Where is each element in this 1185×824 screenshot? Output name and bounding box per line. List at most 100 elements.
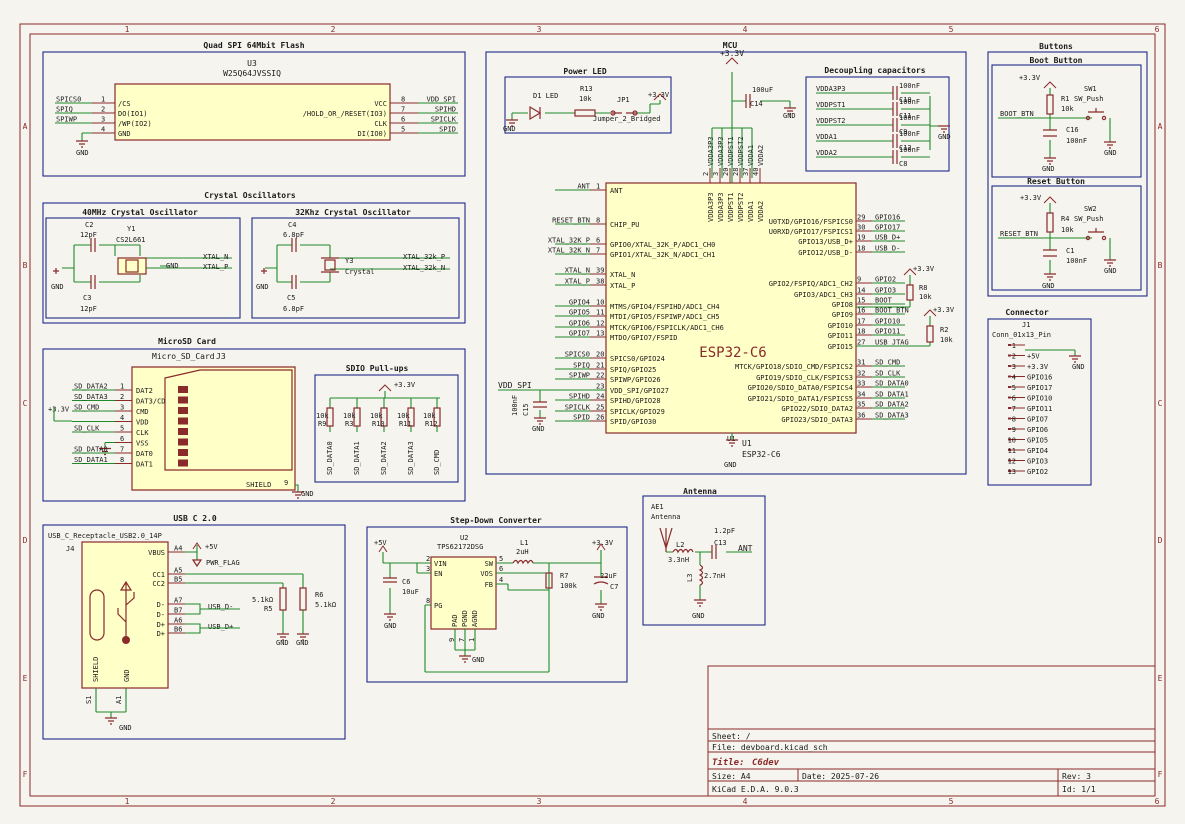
mcu-net-label: BOOT_BTN	[875, 307, 909, 315]
flash-pin-name: GND	[118, 130, 131, 138]
mcu-top-pin-num: 3	[712, 172, 720, 176]
conn-pin-pad	[1008, 428, 1011, 430]
mcu-pin-num: 18	[857, 245, 865, 253]
usbc-a1: A1	[115, 696, 123, 704]
ae1-ref: AE1	[651, 503, 664, 511]
flash-net-label: SPICS0	[56, 96, 81, 104]
sdio-pullups[interactable]: +3.3V 10kR9SD_DATA010kR3SD_DATA110kR10SD…	[316, 381, 441, 475]
xtal32-circuit[interactable]: C4 6.8pF Y3 Crystal C5 6.8pF XTAL_32k_P …	[256, 221, 450, 313]
conn-net-label: GPIO17	[1027, 384, 1052, 392]
y3-value: Crystal	[345, 268, 375, 276]
microsd-contact-pad	[178, 428, 188, 435]
microsd-j3[interactable]: Micro_SD_Card J3 1DAT2SD_DATA22DAT3/CDSD…	[48, 352, 314, 499]
tb-title-label: Title:	[712, 757, 745, 768]
mcu-net-label: GPIO4	[569, 299, 590, 307]
l1-ref: L1	[520, 539, 528, 547]
conn-net-label: GPIO11	[1027, 405, 1052, 413]
conn-pin-num: 9	[1012, 426, 1016, 434]
d1-label: D1 LED	[533, 92, 558, 100]
c6-ref: C6	[402, 578, 410, 586]
flash-pin-num: 5	[401, 126, 405, 134]
r2-ref: R2	[940, 326, 948, 334]
mcu-pin-num: 25	[596, 404, 604, 412]
flash-body	[114, 83, 391, 141]
microsd-net-label: SD_DATA1	[74, 456, 108, 464]
mcu-top-pin-name: VDDA3P3	[707, 192, 715, 222]
reset-button[interactable]: +3.3V R4 10k SW2 SW_Push RESET_BTN C1 10…	[998, 194, 1117, 290]
flash-u3[interactable]: U3 W25Q64JVSSIQ 1/CSSPICS02DO(IO1)SPIQ3/…	[55, 59, 458, 157]
r2-pullup[interactable]: +3.3V R2 10k	[856, 306, 955, 347]
sdio-res-value: 10k	[343, 412, 356, 420]
decoupling-net: VDDA1	[816, 133, 837, 141]
microsd-net-label: SD_DATA2	[74, 383, 108, 391]
c15-vddspi[interactable]: VDD_SPI 100nF C15 GND	[498, 381, 606, 433]
r13-ref: R13	[580, 85, 593, 93]
flash-pin-name: /CS	[118, 100, 131, 108]
microsd-vdd-wire	[53, 407, 72, 422]
reset-net: RESET_BTN	[1000, 230, 1038, 238]
mcu-net-label: USB_JTAG	[875, 339, 909, 347]
sdio-resistors: 10kR9SD_DATA010kR3SD_DATA110kR10SD_DATA2…	[316, 398, 441, 475]
mcu-net-label: SD_CMD	[875, 359, 900, 367]
sdio-supply: +3.3V	[394, 381, 416, 389]
stepdown-body	[430, 556, 497, 630]
boot-button[interactable]: +3.3V R1 10k SW1 SW_Push BOOT_BTN C16 10…	[998, 74, 1117, 173]
mcu-pin-num: 33	[857, 380, 865, 388]
flash-pin-num: 4	[101, 126, 105, 134]
mcu-bottom-pin-num: U1	[727, 435, 735, 443]
boot-block	[991, 64, 1142, 178]
sdio-res-ref: R11	[399, 420, 412, 428]
y1-body	[117, 257, 147, 275]
mcu-gnd: GND	[724, 461, 737, 469]
microsd-body	[131, 366, 296, 491]
mcu-ref: U1	[742, 439, 752, 448]
antenna-block-title: Antenna	[683, 487, 717, 496]
stepdown-u2[interactable]: U2 TPS62172DSG 2VIN3EN8PG5SW6VOS4FBPAD9P…	[374, 534, 618, 673]
c15-value: 100nF	[511, 395, 519, 416]
col-mark-top: 6	[1155, 25, 1160, 34]
usbc-pin-name: D+	[157, 630, 165, 638]
l2-value: 3.3nH	[668, 556, 689, 564]
decoupling-cap-value: 100nF	[899, 98, 920, 106]
microsd-gnd: GND	[301, 490, 314, 498]
mcu-pin-name: GPIO3/ADC1_CH3	[794, 291, 853, 299]
antenna-ae1[interactable]: AE1 Antenna L2 3.3nH 1.2pF C13 L3 2.7nH …	[651, 503, 753, 620]
mcu-net-label: USB_D+	[875, 234, 900, 242]
boot-net: BOOT_BTN	[1000, 110, 1034, 118]
decoupling-cap-symbol	[892, 102, 898, 116]
conn-pin-num: 8	[1012, 416, 1016, 424]
u2-pin-num: 9	[448, 638, 456, 642]
usbc-gndpin: GND	[123, 669, 131, 682]
mcu-pin-name: U0RXD/GPIO17/FSPICS1	[769, 228, 853, 236]
mcu-u1[interactable]: ESP32-C6 U1 ESP32-C6 1ANTANT8CHIP_PURESE…	[548, 136, 909, 459]
conn-pin-num: 5	[1012, 384, 1016, 392]
mcu-net-label: GPIO11	[875, 328, 900, 336]
connector-block-title: Connector	[1005, 308, 1049, 317]
mcu-net-label: SD_DATA2	[875, 401, 909, 409]
row-mark-right: D	[1158, 536, 1163, 545]
conn-pin-pad	[1008, 375, 1011, 378]
mcu-pin-name: SPIHD/GPIO28	[610, 397, 661, 405]
boot-r-value: 10k	[1061, 105, 1074, 113]
mcu-supply: +3.3V 100uF C14 GND GND	[711, 49, 796, 469]
l1-value: 2uH	[516, 548, 529, 556]
r8-pullup[interactable]: +3.3V R8 10k	[856, 265, 935, 308]
decoupling-cap-value: 100nF	[899, 146, 920, 154]
xtal40-circuit[interactable]: C2 12pF Y1 CS2L661 C3 12pF XTAL_N XTAL_P…	[51, 221, 232, 313]
flash-pin-num: 2	[101, 106, 105, 114]
mcu-body-label: ESP32-C6	[699, 345, 766, 361]
antenna-net: ANT	[738, 544, 753, 553]
row-mark-right: B	[1158, 261, 1163, 270]
decoupling-title: Decoupling capacitors	[824, 65, 925, 75]
power-led[interactable]: Power LED D1 LED R13 10k JP1 Jumper_2_Br…	[503, 67, 672, 134]
c5-ref: C5	[287, 294, 295, 302]
microsd-pin-num: 8	[120, 456, 124, 464]
microsd-block-title: MicroSD Card	[158, 336, 216, 346]
microsd-gnd-wire	[104, 441, 115, 449]
usbc-j4[interactable]: USB_C_Receptacle_USB2.0_14P J4 A4VBUSA5C…	[48, 532, 336, 732]
r6-gnd: GND	[296, 639, 309, 647]
crystal-block-title: Crystal Oscillators	[204, 190, 296, 200]
mcu-pin-num: 1	[596, 183, 600, 191]
